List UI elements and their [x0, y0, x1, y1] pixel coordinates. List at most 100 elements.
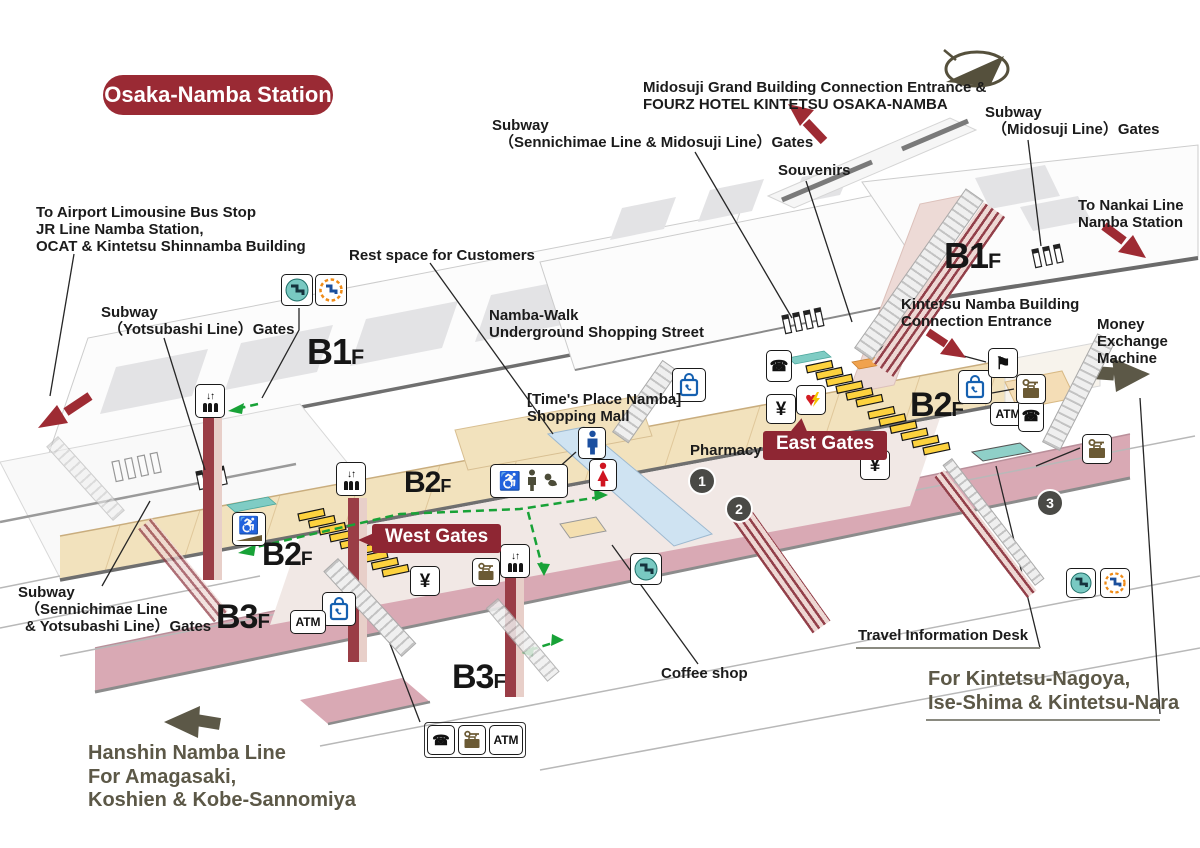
- coin-locker-icon: [1016, 374, 1046, 404]
- station-office-flag-icon: ⚑: [988, 348, 1018, 378]
- floor-label-b2f-east: B2F: [910, 386, 964, 424]
- arrow-to-nankai: [1101, 222, 1146, 258]
- label-line: For Amagasaki,: [88, 765, 237, 788]
- label-line: Exchange: [1097, 332, 1168, 350]
- rest-space-icon: [1066, 568, 1096, 598]
- phone-icon: ☎: [427, 725, 455, 755]
- label-line: For Kintetsu-Nagoya,: [928, 668, 1131, 690]
- compass-icon: [943, 49, 1010, 88]
- coin-locker-icon: [1082, 434, 1112, 464]
- east-ticket-gates-upper: [805, 359, 884, 408]
- label-line: Subway: [985, 104, 1042, 121]
- label-subway-midosuji: Subway （Midosuji Line）Gates: [985, 104, 1160, 139]
- label-line: [Time's Place Namba]: [527, 391, 682, 408]
- floor-label-b3f-mid: B3F: [452, 658, 506, 696]
- label-line: Subway: [492, 117, 549, 134]
- label-line: Subway: [101, 304, 158, 321]
- rest-space-icon: [630, 553, 662, 585]
- label-line: Subway: [18, 584, 75, 601]
- ticket-machine-icon: ¥: [766, 394, 796, 424]
- arrow-to-airport-bus: [38, 392, 93, 428]
- hotel-connection-corridor: [766, 117, 978, 209]
- label-kintetsu-building: Kintetsu Namba Building Connection Entra…: [901, 296, 1080, 331]
- label-line: Souvenirs: [778, 162, 851, 179]
- label-line: Namba Station: [1078, 213, 1184, 231]
- atm-icon: ATM: [290, 610, 326, 634]
- label-rest-space: Rest space for Customers: [349, 247, 535, 265]
- floor-label-b3f-west: B3F: [216, 598, 270, 636]
- person-icon: [528, 469, 537, 491]
- label-line: Underground Shopping Street: [489, 323, 704, 341]
- label-line: Kintetsu Namba Building: [901, 296, 1080, 313]
- elevator-icon: ↓↑: [195, 384, 225, 418]
- label-line: Pharmacy: [690, 442, 762, 459]
- label-line: （Yotsubashi Line）Gates: [108, 320, 295, 338]
- label-travel-info: Travel Information Desk: [858, 627, 1029, 645]
- floor-label-b2f-west: B2F: [262, 536, 313, 572]
- subway-gates-sennichimae-midosuji: [781, 307, 825, 335]
- label-times-place: [Time's Place Namba] Shopping Mall: [527, 391, 682, 426]
- rest-space-icon: [281, 274, 313, 306]
- marker-3: 3: [1036, 489, 1064, 517]
- label-money-exchange: Money Exchange Machine: [1097, 316, 1168, 367]
- label-line: To Nankai Line: [1078, 197, 1184, 214]
- floor-label-b1f-left: B1F: [307, 331, 364, 372]
- baby-icon: [544, 473, 558, 487]
- waiting-room-icon: [1100, 568, 1130, 598]
- floor-label-b1f-right: B1F: [944, 235, 1001, 276]
- label-line: Connection Entrance: [901, 312, 1052, 330]
- label-line: Shopping Mall: [527, 407, 630, 425]
- phone-icon: ☎: [766, 350, 792, 382]
- east-ticket-gates-lower: [867, 405, 951, 456]
- label-line: FOURZ HOTEL KINTETSU OSAKA-NAMBA: [643, 95, 948, 113]
- subway-gates-faded: [111, 451, 162, 483]
- elevator-icon: ↓↑: [500, 544, 530, 578]
- label-coffee-shop: Coffee shop: [661, 665, 748, 683]
- label-line: Ise-Shima & Kintetsu-Nara: [928, 691, 1180, 714]
- wheelchair-slope-icon: ♿: [232, 512, 266, 546]
- shopping-bag-icon: [958, 370, 992, 404]
- coin-locker-icon: [472, 558, 500, 586]
- atm-icon: ATM: [489, 725, 523, 755]
- label-subway-yotsubashi: Subway （Yotsubashi Line）Gates: [101, 304, 295, 339]
- marker-1: 1: [688, 467, 716, 495]
- mens-restroom-icon: [578, 427, 606, 459]
- arrow-to-midosuji-grand: [788, 104, 828, 145]
- phone-icon: ☎: [1018, 400, 1044, 432]
- label-line: （Sennichimae Line & Midosuji Line）Gates: [499, 133, 814, 151]
- label-line: JR Line Namba Station,: [36, 220, 204, 238]
- shopping-bag-icon: [672, 368, 706, 402]
- label-namba-walk: Namba-Walk Underground Shopping Street: [489, 307, 704, 342]
- label-line: （Midosuji Line）Gates: [992, 120, 1160, 138]
- page-title: Osaka-Namba Station: [103, 75, 333, 115]
- subway-gates-midosuji: [1031, 243, 1064, 269]
- label-hanshin: Hanshin Namba Line For Amagasaki, Koshie…: [88, 742, 356, 813]
- ticket-machine-icon: ¥: [410, 566, 440, 596]
- label-line: Coffee shop: [661, 665, 748, 682]
- label-line: Travel Information Desk: [858, 627, 1029, 644]
- label-line: Machine: [1097, 349, 1158, 367]
- label-midosuji-grand: Midosuji Grand Building Connection Entra…: [643, 79, 986, 114]
- label-line: To Airport Limousine Bus Stop: [36, 204, 256, 221]
- arrow-hanshin-line: [164, 706, 221, 738]
- label-line: OCAT & Kintetsu Shinnamba Building: [36, 237, 306, 255]
- elevator-icon: ↓↑: [336, 462, 366, 496]
- west-gates-badge: West Gates: [372, 524, 502, 553]
- label-line: & Yotsubashi Line）Gates: [25, 617, 212, 635]
- label-subway-sennichimae-midosuji: Subway （Sennichimae Line & Midosuji Line…: [492, 117, 814, 152]
- label-line: （Sennichimae Line: [25, 600, 168, 618]
- label-line: Namba-Walk: [489, 307, 579, 324]
- womens-restroom-icon: [589, 459, 617, 491]
- label-pharmacy: Pharmacy: [690, 442, 762, 460]
- arrow-to-kintetsu-bldg: [925, 328, 966, 358]
- b3f-services-group: ☎ ATM: [424, 722, 526, 758]
- travel-info-desk-counter: [970, 442, 1033, 462]
- label-line: Rest space for Customers: [349, 247, 535, 264]
- coffee-shop-block: [559, 516, 607, 539]
- waiting-room-icon: [315, 274, 347, 306]
- label-line: Koshien & Kobe-Sannomiya: [88, 789, 356, 812]
- label-line: Hanshin Namba Line: [88, 742, 286, 764]
- label-subway-sennichimae-yotsubashi: Subway （Sennichimae Line & Yotsubashi Li…: [18, 584, 212, 635]
- aed-icon: ♥: [796, 385, 826, 415]
